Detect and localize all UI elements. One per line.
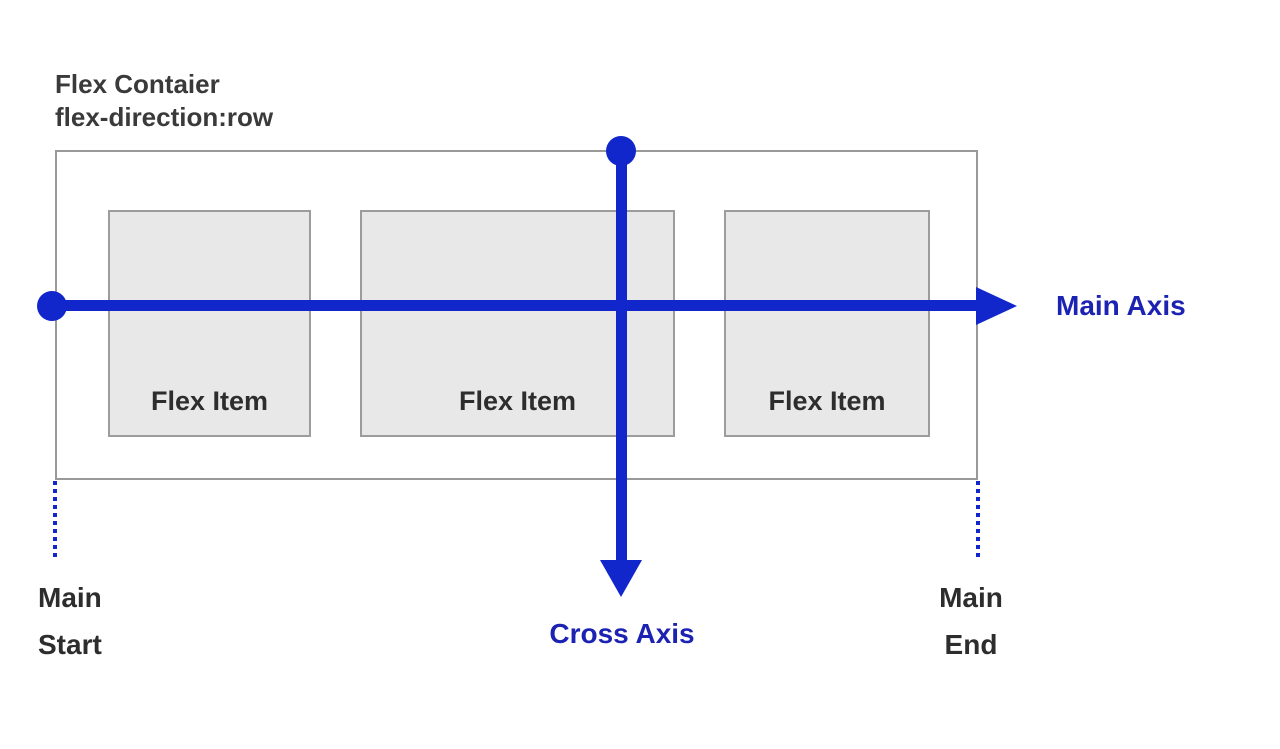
main-axis-arrowhead-icon — [976, 287, 1017, 325]
main-end-guide-line — [976, 481, 980, 558]
cross-axis-arrowhead-icon — [600, 560, 642, 597]
main-axis-line — [52, 300, 978, 311]
main-start-guide-line — [53, 481, 57, 558]
main-start-label-line1: Main — [38, 582, 102, 613]
main-start-label: Main Start — [38, 574, 102, 668]
main-axis-start-dot-icon — [37, 291, 67, 321]
flex-item-1-label: Flex Item — [150, 386, 269, 416]
flex-item-3: Flex Item — [724, 210, 930, 437]
cross-axis-start-dot-icon — [606, 136, 636, 166]
main-end-label-line2: End — [944, 629, 998, 660]
main-start-label-line2: Start — [38, 629, 102, 660]
diagram-title-line1: Flex Contaier — [55, 69, 220, 99]
flex-item-2: Flex Item — [360, 210, 675, 437]
main-end-label-line1: Main — [939, 582, 1003, 613]
flex-item-1: Flex Item — [108, 210, 311, 437]
flex-item-2-label: Flex Item — [458, 386, 577, 416]
main-end-label: Main End — [920, 574, 1022, 668]
flex-item-3-label: Flex Item — [768, 386, 886, 416]
diagram-title: Flex Contaier flex-direction:row — [55, 68, 273, 134]
diagram-title-line2: flex-direction:row — [55, 102, 274, 132]
cross-axis-label: Cross Axis — [549, 618, 695, 649]
main-axis-label: Main Axis — [1056, 290, 1186, 321]
cross-axis-line — [616, 150, 627, 562]
